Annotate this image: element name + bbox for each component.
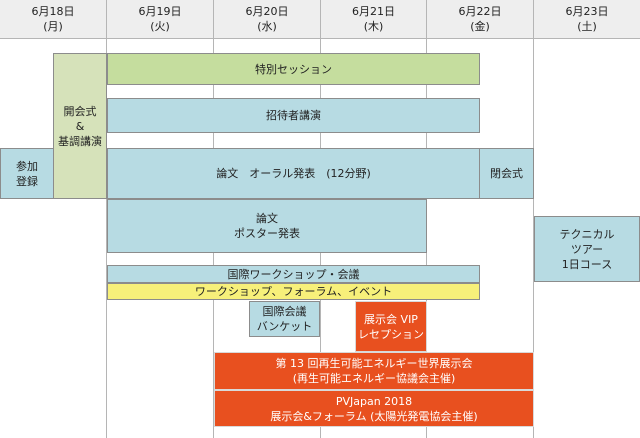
special-session: 特別セッション: [107, 53, 480, 85]
day-weekday: (金): [470, 20, 490, 33]
vip-reception: 展示会 VIP レセプション: [355, 301, 427, 352]
day-header-0619: 6月19日 (火): [107, 0, 214, 38]
day-date: 6月22日: [458, 5, 502, 18]
event-label: テクニカル: [559, 227, 615, 241]
event-label: 展示会&フォーラム (太陽光発電協会主催): [270, 409, 478, 423]
opening-ceremony-keynote: 開会式 & 基調講演: [53, 53, 107, 199]
workshops-forums-events: ワークショップ、フォーラム、イベント: [107, 283, 480, 300]
day-weekday: (火): [150, 20, 170, 33]
event-label: 論文 オーラル発表 (12分野): [216, 167, 371, 180]
poster-presentations: 論文 ポスター発表: [107, 199, 427, 253]
invited-talks: 招待者講演: [107, 98, 480, 133]
event-label: 招待者講演: [266, 109, 321, 122]
renewable-energy-expo: 第 13 回再生可能エネルギー世界展示会 (再生可能エネルギー協議会主催): [214, 352, 534, 390]
day-header-0622: 6月22日 (金): [427, 0, 534, 38]
event-label: 国際会議: [262, 305, 307, 318]
pvjapan-expo: PVJapan 2018 展示会&フォーラム (太陽光発電協会主催): [214, 390, 534, 427]
event-label: 第 13 回再生可能エネルギー世界展示会: [275, 357, 473, 370]
day-date: 6月23日: [565, 5, 609, 18]
day-weekday: (土): [577, 20, 597, 33]
event-label: 論文: [256, 212, 278, 225]
event-label: 登録: [16, 174, 38, 188]
day-date: 6月18日: [31, 5, 75, 18]
international-workshop: 国際ワークショップ・会議: [107, 265, 480, 283]
day-date: 6月19日: [138, 5, 182, 18]
registration: 参加 登録: [0, 148, 54, 199]
event-label: (再生可能エネルギー協議会主催): [292, 372, 456, 385]
event-label: ワークショップ、フォーラム、イベント: [194, 285, 393, 298]
day-header-0620: 6月20日 (水): [214, 0, 321, 38]
event-label: &: [75, 119, 85, 133]
day-header-0621: 6月21日 (木): [321, 0, 427, 38]
event-label: レセプション: [358, 327, 424, 341]
banquet: 国際会議 バンケット: [249, 301, 320, 337]
grid-line: [106, 38, 107, 438]
event-label: 参加: [16, 159, 38, 173]
event-label: 特別セッション: [255, 62, 332, 76]
day-date: 6月21日: [352, 5, 395, 18]
technical-tour: テクニカル ツアー 1日コース: [534, 216, 640, 282]
day-header-0618: 6月18日 (月): [0, 0, 107, 38]
event-label: 国際ワークショップ・会議: [227, 267, 360, 281]
day-header-0623: 6月23日 (土): [534, 0, 640, 38]
event-label: 基調講演: [58, 134, 102, 148]
day-weekday: (月): [43, 20, 63, 33]
event-label: 開会式: [63, 104, 97, 118]
day-weekday: (水): [257, 20, 277, 33]
day-weekday: (木): [363, 20, 384, 33]
event-label: 展示会 VIP: [364, 312, 418, 326]
closing-ceremony: 閉会式: [479, 148, 534, 199]
event-label: 閉会式: [490, 167, 523, 180]
event-label: 1日コース: [561, 257, 613, 271]
day-date: 6月20日: [245, 5, 289, 18]
event-label: バンケット: [256, 320, 313, 333]
event-label: ツアー: [570, 242, 604, 256]
event-label: ポスター発表: [234, 227, 300, 240]
grid-line: [533, 38, 534, 438]
oral-presentations: 論文 オーラル発表 (12分野): [107, 148, 480, 199]
event-label: PVJapan 2018: [335, 394, 413, 408]
